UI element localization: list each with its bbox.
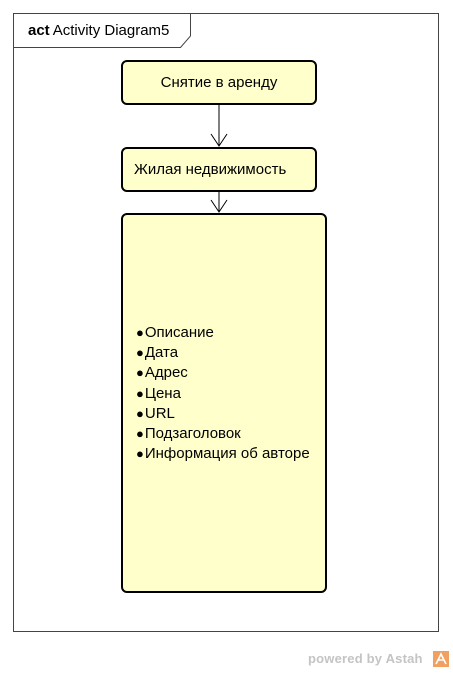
list-item: ●Подзаголовок bbox=[136, 425, 241, 443]
bullet-icon: ● bbox=[136, 325, 144, 340]
bullet-icon: ● bbox=[136, 385, 144, 401]
action-node-rent[interactable]: Снятие в аренду bbox=[121, 60, 317, 105]
frame-keyword: act bbox=[28, 22, 50, 39]
frame-name: Activity Diagram5 bbox=[52, 22, 170, 39]
bullet-icon: ● bbox=[136, 345, 144, 361]
list-item: ●URL bbox=[136, 404, 175, 422]
list-item: ●Адрес bbox=[136, 364, 188, 382]
bullet-icon: ● bbox=[136, 405, 144, 421]
flow-arrow-2 bbox=[210, 192, 228, 213]
list-item: ●Описание bbox=[136, 324, 214, 341]
bullet-icon: ● bbox=[136, 446, 144, 462]
bullet-icon: ● bbox=[136, 365, 144, 381]
action-node-rent-label: Снятие в аренду bbox=[160, 74, 278, 91]
astah-logo-icon bbox=[433, 651, 449, 667]
attribute-list: ●Описание ●Дата ●Адрес ●Цена ●URL ●Подза… bbox=[136, 323, 321, 464]
list-item: ●Цена bbox=[136, 384, 181, 402]
flow-arrow-1 bbox=[210, 105, 228, 147]
list-item: ●Дата bbox=[136, 344, 179, 362]
footer-powered-by: powered by Astah bbox=[308, 651, 423, 666]
bullet-icon: ● bbox=[136, 426, 144, 442]
frame-tab-outline bbox=[14, 14, 191, 48]
action-node-attributes[interactable]: ●Описание ●Дата ●Адрес ●Цена ●URL ●Подза… bbox=[121, 213, 327, 593]
action-node-residential-label: Жилая недвижимость bbox=[134, 161, 287, 178]
action-node-residential[interactable]: Жилая недвижимость bbox=[121, 147, 317, 192]
list-item: ●Информация об авторе bbox=[136, 445, 310, 463]
